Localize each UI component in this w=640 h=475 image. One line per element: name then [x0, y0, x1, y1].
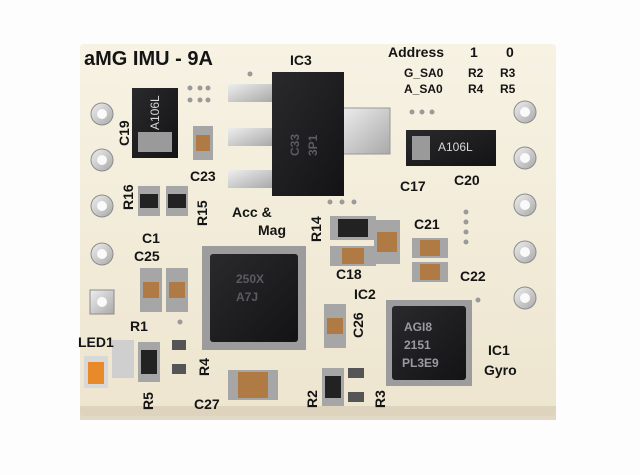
ic2-accelerometer-magnetometer	[202, 246, 306, 350]
ic3-regulator	[228, 72, 391, 196]
label-c17: C17	[400, 178, 426, 194]
label-acc: Acc &	[232, 204, 272, 220]
left-header-pads	[89, 102, 115, 315]
marking-ic3-line1: C33	[288, 133, 302, 156]
label-c1: C1	[142, 230, 160, 246]
marking-tantalum-left: A106L	[148, 95, 162, 130]
marking-ic1-line1: AGI8	[404, 320, 433, 334]
led1-indicator	[84, 356, 108, 388]
label-r14: R14	[308, 216, 324, 242]
label-c22: C22	[460, 268, 486, 284]
label-r16: R16	[120, 184, 136, 210]
label-c18: C18	[336, 266, 362, 282]
address-row-g-sa0-r0: R3	[500, 66, 516, 80]
label-mag: Mag	[258, 222, 286, 238]
address-col-0: 0	[506, 44, 514, 60]
label-r4: R4	[196, 358, 212, 376]
address-row-g-sa0-r1: R2	[468, 66, 484, 80]
marking-ic2-line2: A7J	[236, 290, 259, 304]
board-title: aMG IMU - 9A	[84, 48, 213, 70]
tantalum-capacitor-c19	[132, 88, 178, 158]
tantalum-capacitor-c20	[406, 130, 496, 166]
marking-ic1-line3: PL3E9	[402, 356, 439, 370]
vias	[177, 71, 481, 325]
label-c25: C25	[134, 248, 160, 264]
marking-tantalum-right: A106L	[438, 140, 473, 154]
label-c19: C19	[116, 120, 132, 146]
label-c20: C20	[454, 172, 480, 188]
label-c21: C21	[414, 216, 440, 232]
label-c26: C26	[350, 312, 366, 338]
right-header-pads	[513, 100, 537, 310]
label-r2: R2	[304, 390, 320, 408]
label-c23: C23	[190, 168, 216, 184]
address-row-a-sa0-r0: R5	[500, 82, 516, 96]
address-row-a-sa0-r1: R4	[468, 82, 484, 96]
label-led1: LED1	[78, 334, 114, 350]
address-row-g-sa0: G_SA0	[404, 66, 444, 80]
label-c27: C27	[194, 396, 220, 412]
label-gyro: Gyro	[484, 362, 517, 378]
address-label: Address	[388, 44, 445, 60]
label-ic2: IC2	[354, 286, 376, 302]
label-r1: R1	[130, 318, 148, 334]
address-row-a-sa0: A_SA0	[404, 82, 443, 96]
label-r3: R3	[372, 390, 388, 408]
ic1-gyroscope	[386, 300, 472, 386]
marking-ic2-line1: 250X	[236, 272, 265, 286]
label-r5: R5	[140, 392, 156, 410]
marking-ic1-line2: 2151	[404, 338, 431, 352]
label-ic1: IC1	[488, 342, 510, 358]
label-ic3: IC3	[290, 52, 312, 68]
address-col-1: 1	[470, 44, 478, 60]
passive-components	[112, 126, 448, 406]
marking-ic3-line2: 3P1	[306, 134, 320, 156]
label-r15: R15	[194, 200, 210, 226]
